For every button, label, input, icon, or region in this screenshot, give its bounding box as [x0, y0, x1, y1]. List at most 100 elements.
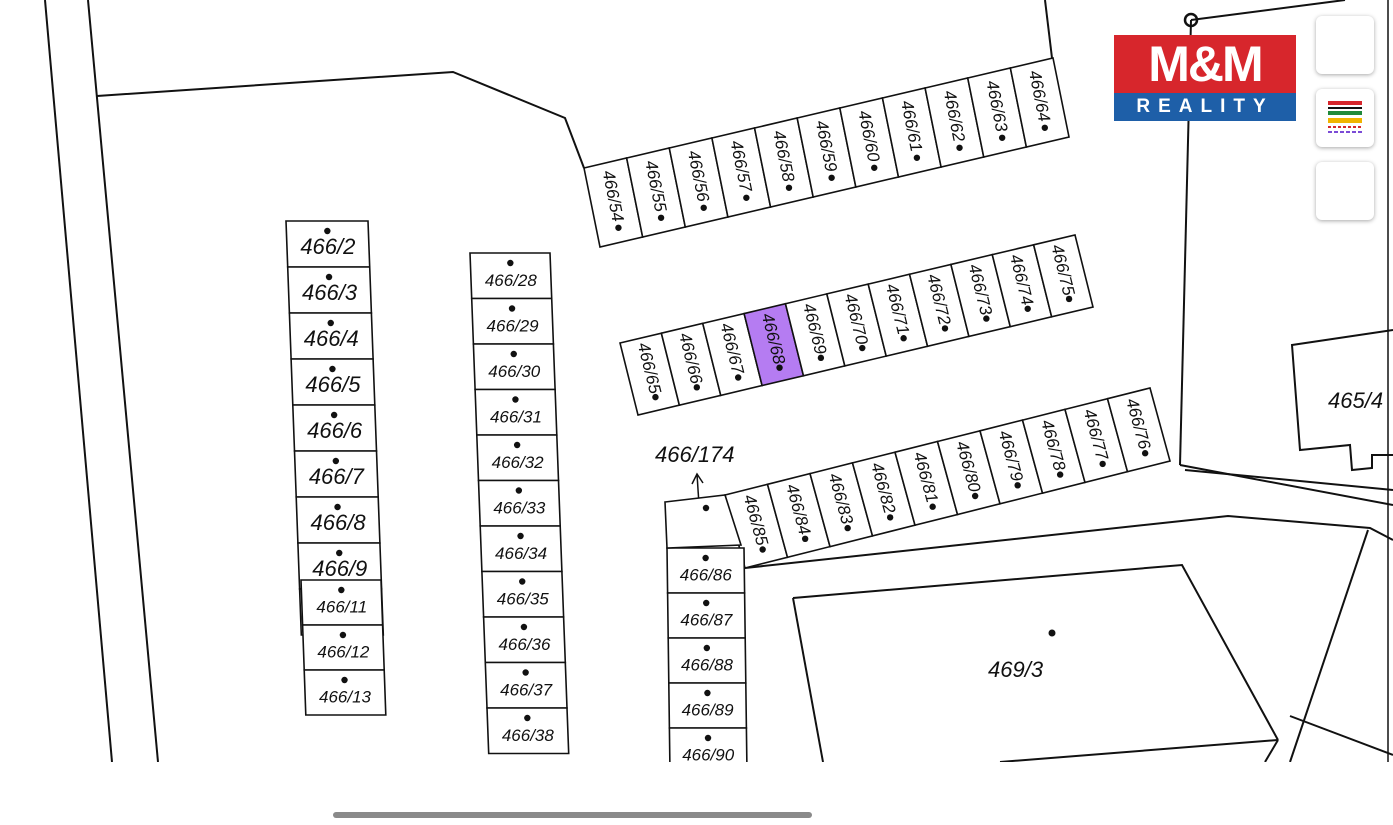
- parcel-466-30[interactable]: 466/30: [472, 343, 556, 391]
- parcel-point: [1056, 471, 1064, 478]
- parcel-label-465-4: 465/4: [1328, 388, 1383, 413]
- parcel-label: 466/35: [497, 589, 550, 608]
- boundary-line: [96, 70, 585, 169]
- parcel-466-28[interactable]: 466/28: [469, 252, 553, 300]
- parcel-point: [900, 335, 907, 342]
- parcel-466-31[interactable]: 466/31: [474, 388, 558, 436]
- parcel-466-29[interactable]: 466/29: [470, 297, 555, 345]
- parcel-466-61[interactable]: 466/61: [881, 87, 943, 178]
- parcel-point: [615, 224, 622, 231]
- parcel-point: [844, 524, 851, 532]
- parcel-466-66[interactable]: 466/66: [660, 322, 722, 407]
- parcel-point: [338, 586, 345, 594]
- parcel-466-58[interactable]: 466/58: [753, 117, 815, 208]
- parcel-466-90[interactable]: 466/90: [668, 727, 748, 774]
- parcel-466-4[interactable]: 466/4: [288, 312, 374, 360]
- parcel-point: [517, 532, 524, 540]
- parcel-466-35[interactable]: 466/35: [481, 570, 565, 618]
- parcel-point: [702, 504, 710, 512]
- parcel-466-56[interactable]: 466/56: [668, 137, 729, 228]
- parcel-point: [332, 457, 340, 465]
- parcel-point: [520, 623, 528, 631]
- parcel-466-62[interactable]: 466/62: [924, 77, 985, 168]
- boundary-line: [1289, 529, 1369, 763]
- parcel-466-3[interactable]: 466/3: [286, 266, 373, 314]
- parcel-466-9[interactable]: 466/9: [297, 542, 383, 590]
- parcel-label: 466/33: [493, 498, 546, 517]
- parcel-466-6[interactable]: 466/6: [291, 404, 378, 452]
- parcel-point: [327, 319, 334, 327]
- parcel-466-88[interactable]: 466/88: [667, 637, 747, 684]
- boundary-line: [1179, 464, 1393, 506]
- parcel-466-64[interactable]: 466/64: [1009, 57, 1070, 148]
- map-control-button-1[interactable]: [1316, 16, 1374, 74]
- parcel-466-68[interactable]: 466/68: [743, 302, 805, 387]
- boundary-line: [44, 0, 113, 763]
- parcel-466-57[interactable]: 466/57: [710, 127, 772, 218]
- parcel-label: 466/11: [316, 597, 367, 616]
- parcel-point: [702, 554, 709, 562]
- parcel-466-82[interactable]: 466/82: [851, 451, 916, 537]
- parcel-466-76[interactable]: 466/76: [1106, 387, 1171, 473]
- layers-button[interactable]: [1316, 89, 1374, 147]
- parcel-466-174-cap[interactable]: [664, 494, 743, 549]
- parcel-label: 466/5: [305, 372, 361, 397]
- parcel-point: [776, 364, 783, 371]
- parcel-466-13[interactable]: 466/13: [303, 669, 387, 716]
- parcel-466-78[interactable]: 466/78: [1021, 408, 1086, 495]
- parcel-466-38[interactable]: 466/38: [486, 707, 570, 755]
- parcel-466-2[interactable]: 466/2: [285, 220, 371, 268]
- parcel-466-85[interactable]: 466/85: [724, 483, 789, 569]
- boundary-line: [999, 739, 1279, 763]
- boundary-line: [1044, 0, 1053, 59]
- parcel-466-8[interactable]: 466/8: [295, 496, 381, 544]
- parcel-point: [329, 365, 336, 373]
- parcel-466-34[interactable]: 466/34: [479, 525, 563, 573]
- parcel-label: 466/8: [311, 510, 367, 535]
- parcel-point: [704, 734, 712, 742]
- parcel-466-32[interactable]: 466/32: [475, 434, 560, 482]
- parcel-label: 466/88: [681, 655, 734, 674]
- parcel-466-7[interactable]: 466/7: [293, 450, 380, 498]
- parcel-point: [513, 441, 521, 449]
- parcel-466-59[interactable]: 466/59: [796, 107, 857, 198]
- parcel-466-63[interactable]: 466/63: [966, 67, 1028, 158]
- parcel-point: [325, 273, 333, 281]
- parcel-466-5[interactable]: 466/5: [290, 358, 376, 406]
- parcel-466-55[interactable]: 466/55: [625, 147, 687, 238]
- parcel-466-37[interactable]: 466/37: [484, 661, 568, 709]
- parcel-466-87[interactable]: 466/87: [666, 592, 747, 639]
- parcel-466-75[interactable]: 466/75: [1032, 234, 1094, 318]
- parcel-label: 466/6: [307, 418, 363, 443]
- parcel-466-84[interactable]: 466/84: [766, 472, 831, 559]
- parcel-466-60[interactable]: 466/60: [838, 97, 900, 188]
- parcel-466-73[interactable]: 466/73: [949, 253, 1012, 338]
- parcel-point: [998, 134, 1006, 141]
- boundary-line: [792, 563, 1279, 741]
- parcel-466-89[interactable]: 466/89: [667, 682, 748, 729]
- parcel-point: [512, 396, 519, 403]
- parcel-466-33[interactable]: 466/33: [477, 479, 562, 527]
- home-indicator[interactable]: [333, 812, 812, 818]
- parcel-point: [1065, 295, 1073, 303]
- parcel-point: [956, 144, 963, 151]
- logo-text-bottom: REALITY: [1114, 93, 1296, 121]
- parcel-label-466-174: 466/174: [655, 442, 735, 467]
- parcel-466-67[interactable]: 466/67: [701, 312, 764, 397]
- parcel-466-79[interactable]: 466/79: [979, 419, 1044, 505]
- parcel-466-83[interactable]: 466/83: [809, 461, 874, 548]
- parcel-466-36[interactable]: 466/36: [482, 616, 567, 664]
- parcel-466-70[interactable]: 466/70: [825, 283, 888, 367]
- parcel-466-11[interactable]: 466/11: [300, 579, 384, 626]
- layers-legend-icon: [1328, 101, 1362, 133]
- parcel-466-77[interactable]: 466/77: [1064, 397, 1129, 484]
- map-control-button-3[interactable]: [1316, 162, 1374, 220]
- parcel-point: [971, 492, 979, 500]
- parcel-466-12[interactable]: 466/12: [301, 624, 386, 671]
- parcel-point: [817, 354, 825, 362]
- parcel-466-54[interactable]: 466/54: [583, 157, 644, 248]
- parcel-466-86[interactable]: 466/86: [666, 547, 746, 594]
- parcel-label: 466/31: [490, 407, 542, 426]
